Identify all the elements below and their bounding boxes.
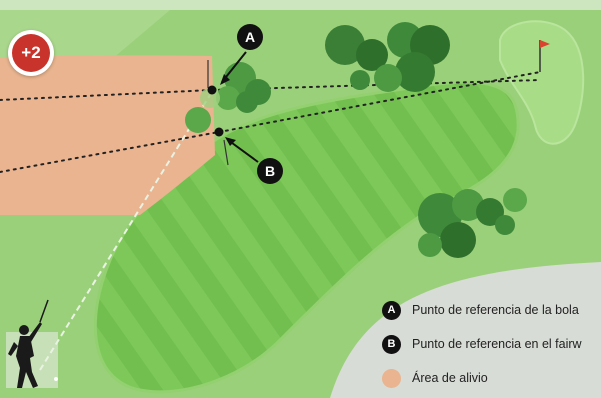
relief-area-swatch	[382, 369, 401, 388]
relief-area	[0, 55, 215, 216]
legend: A Punto de referencia de la bola B Punto…	[382, 300, 601, 398]
penalty-badge: +2	[8, 30, 54, 76]
reference-line-a	[0, 89, 213, 101]
legend-item-b: B Punto de referencia en el fairw	[382, 334, 601, 356]
legend-label-b: Punto de referencia en el fairw	[412, 337, 582, 351]
ball-position-b	[214, 127, 229, 166]
arrow-b	[227, 139, 259, 163]
legend-symbol-b: B	[382, 335, 401, 354]
shot-line	[39, 94, 211, 371]
legend-label-a: Punto de referencia de la bola	[412, 303, 579, 317]
legend-symbol-a: A	[382, 301, 401, 320]
tree-cluster-icon	[418, 188, 527, 258]
cart-path	[330, 262, 601, 398]
legend-label-relief: Área de alivio	[412, 371, 488, 385]
penalty-badge-text: +2	[12, 34, 50, 72]
marker-a: A	[237, 24, 263, 50]
legend-item-relief: Área de alivio	[382, 368, 601, 390]
tree-cluster-icon	[325, 22, 450, 92]
golfer-icon	[8, 299, 49, 388]
reference-line-b	[0, 131, 220, 173]
legend-item-a: A Punto de referencia de la bola	[382, 300, 601, 322]
flag-icon	[539, 40, 550, 72]
ball-position-a	[207, 60, 217, 95]
putting-green	[499, 20, 585, 145]
tree-cluster-icon	[185, 62, 271, 133]
marker-b: B	[257, 158, 283, 184]
